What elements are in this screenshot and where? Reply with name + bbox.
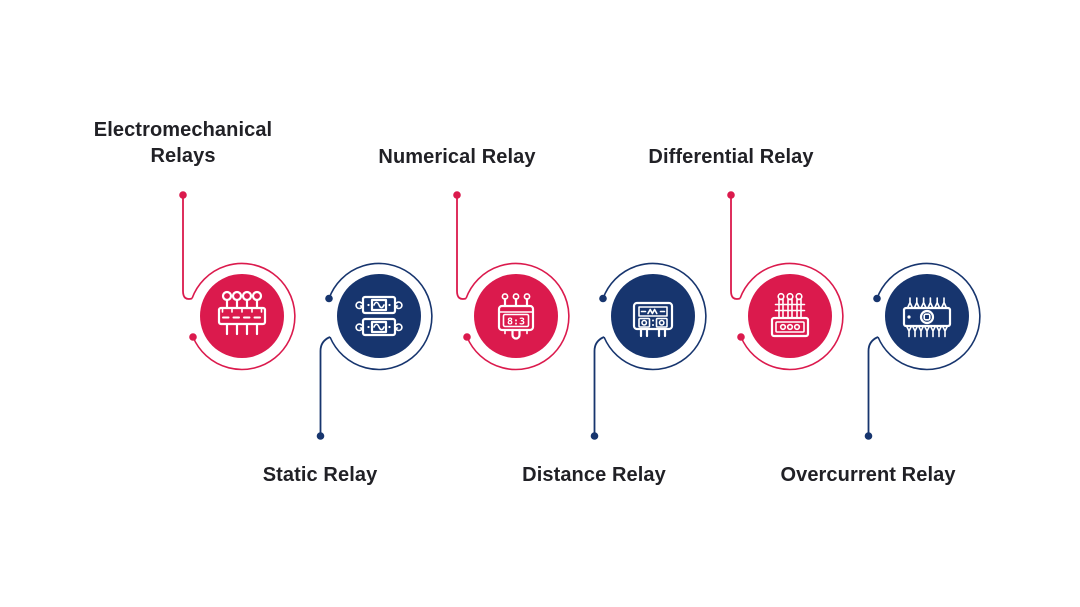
label-differential-relay: Differential Relay — [648, 146, 814, 168]
connector-bottom-dot — [864, 432, 873, 440]
circle-ring — [465, 262, 570, 371]
ring-end-dot — [463, 333, 471, 341]
circle-ring — [602, 262, 707, 371]
circle-numerical — [474, 274, 558, 358]
label-numerical-relay: Numerical Relay — [378, 146, 536, 168]
item-numerical-relay: 8:3 — [453, 191, 570, 371]
ring-end-dot — [189, 333, 197, 341]
differential-relay-icon — [770, 292, 810, 338]
label-electromechanical-relays: Electromechanical Relays — [93, 119, 273, 167]
item-distance-relay — [590, 262, 707, 440]
label-static-relay: Static Relay — [262, 464, 378, 486]
numerical-display-text: 8:3 — [507, 317, 525, 328]
electromechanical-relay-icon — [217, 290, 267, 336]
circle-static — [337, 274, 421, 358]
item-overcurrent-relay — [864, 262, 981, 440]
circle-ring — [876, 262, 981, 371]
item-static-relay — [316, 262, 433, 440]
label-distance-relay: Distance Relay — [522, 464, 666, 486]
circle-electromechanical — [200, 274, 284, 358]
connector-bottom-dot — [316, 432, 325, 440]
connector-line — [867, 336, 879, 433]
ring-end-dot — [737, 333, 745, 341]
overcurrent-relay-icon — [902, 297, 952, 338]
connector-line — [593, 336, 605, 433]
static-relay-icon — [355, 295, 403, 337]
item-differential-relay — [727, 191, 844, 371]
circle-differential — [748, 274, 832, 358]
connector-line — [319, 336, 331, 433]
connector-line — [730, 195, 741, 300]
distance-relay-icon — [632, 301, 674, 338]
connector-line — [182, 195, 193, 300]
circle-overcurrent — [885, 274, 969, 358]
connector-line — [456, 195, 467, 300]
circle-ring — [328, 262, 433, 371]
connector-bottom-dot — [590, 432, 599, 440]
circle-ring — [739, 262, 844, 371]
label-overcurrent-relay: Overcurrent Relay — [780, 464, 956, 486]
item-electromechanical-relays — [179, 191, 296, 371]
circle-ring — [191, 262, 296, 371]
numerical-relay-icon: 8:3 — [497, 293, 535, 340]
